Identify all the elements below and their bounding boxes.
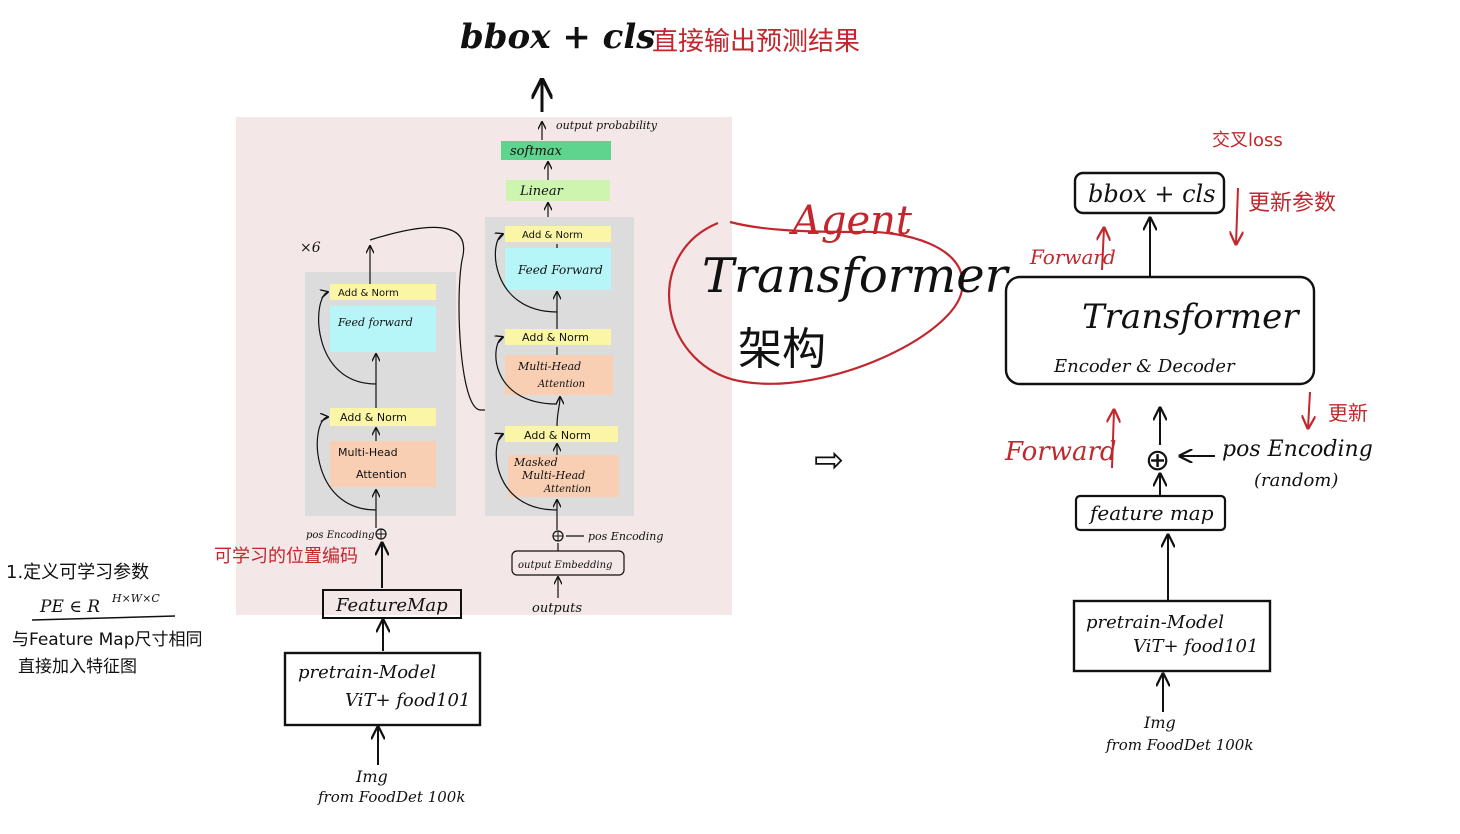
left-note-line-1: 1.定义可学习参数: [6, 562, 149, 583]
left-note-line-4: 直接加入特征图: [18, 657, 137, 677]
left-model-label-2: ViT+ food101: [345, 690, 470, 711]
right-loss-label: 交叉loss: [1212, 130, 1283, 151]
right-input-label-2: from FoodDet 100k: [1105, 736, 1253, 754]
left-feature-map-box: [322, 589, 462, 619]
right-forward-top-label: Forward: [1029, 245, 1116, 269]
left-note-line-2-sup: H×W×C: [111, 592, 160, 605]
decoder-residual-1: [495, 234, 558, 313]
right-update-label: 更新: [1328, 401, 1368, 425]
decoder-residual-2: [496, 337, 558, 405]
decoder-masked-label-1: Masked: [513, 456, 558, 469]
left-model-label-1: pretrain-Model: [298, 662, 436, 683]
encoder-feed-forward-label: Feed forward: [337, 316, 413, 329]
right-input-label-1: Img: [1143, 713, 1176, 732]
top-output-note: 直接输出预测结果: [652, 27, 860, 57]
decoder-add-norm-bottom: [505, 426, 618, 442]
agent-circle: [668, 220, 964, 385]
middle-arrow: ⇨: [814, 440, 844, 481]
encoder-add-norm-top: [330, 284, 436, 300]
encoder-attention-label-2: Attention: [356, 468, 407, 481]
decoder-pos-encoding-label: pos Encoding: [588, 530, 663, 543]
right-transformer-label-1: Transformer: [1082, 297, 1300, 337]
left-input-label-2: from FoodDet 100k: [317, 788, 465, 806]
decoder-add-norm-bottom-label: Add & Norm: [524, 429, 591, 442]
encoder-attention: [330, 441, 436, 487]
linear-box: [506, 180, 610, 201]
right-output-box: [1073, 171, 1226, 215]
right-forward-top-arrow: [1102, 228, 1104, 271]
agent-label: Agent: [788, 198, 913, 244]
linear-label: Linear: [519, 184, 564, 199]
right-feature-map-box: [1074, 494, 1227, 532]
decoder-self-to-attn: [557, 397, 560, 427]
softmax-box: [501, 141, 611, 160]
right-random-label: (random): [1254, 470, 1338, 491]
left-note-underline: [31, 615, 176, 621]
encoder-add-norm-top-label: Add & Norm: [338, 288, 399, 299]
outputs-label: outputs: [532, 601, 582, 616]
decoder-masked-attention: [508, 455, 619, 497]
decoder-attention-label-1: Multi-Head: [517, 360, 581, 373]
left-model-box: [283, 651, 482, 727]
right-transformer-label-2: Encoder & Decoder: [1053, 356, 1236, 377]
right-model-label-2: ViT+ food101: [1133, 636, 1258, 657]
encoder-feed-forward: [330, 306, 436, 352]
middle-transformer-label: Transformer: [702, 248, 1011, 304]
left-note-line-2: PE ∈ R: [39, 597, 100, 617]
learnable-pe-note: 可学习的位置编码: [214, 546, 358, 567]
encoder-residual-2: [316, 417, 377, 511]
encoder-attention-label-1: Multi-Head: [338, 446, 398, 459]
decoder-masked-label-3: Attention: [543, 484, 591, 495]
decoder-add-norm-top: [505, 226, 611, 242]
left-note-line-3: 与Feature Map尺寸相同: [12, 630, 203, 650]
decoder-feed-forward: [505, 248, 611, 290]
right-update-params-label: 更新参数: [1248, 191, 1336, 216]
encoder-pos-encoding-label: pos Encoding: [306, 530, 375, 541]
top-output-label: bbox + cls: [460, 17, 655, 57]
decoder-add-norm-mid-label: Add & Norm: [522, 331, 589, 344]
right-model-box: [1072, 599, 1272, 673]
right-output-label: bbox + cls: [1088, 180, 1216, 208]
decoder-residual-3: [496, 434, 558, 511]
right-model-label-1: pretrain-Model: [1086, 612, 1224, 633]
encoder-add-norm-bottom-label: Add & Norm: [340, 411, 407, 424]
encoder-add-norm-bottom: [330, 408, 436, 426]
middle-arch-label: 架构: [738, 324, 826, 375]
right-pos-encoding-label: pos Encoding: [1222, 437, 1373, 462]
right-transformer-box: [1004, 275, 1316, 386]
encoder-residual-1: [318, 292, 377, 385]
left-input-label-1: Img: [355, 767, 388, 786]
decoder-attention-label-2: Attention: [537, 379, 585, 390]
right-forward-bottom-arrow: [1112, 410, 1114, 469]
right-forward-bottom-label: Forward: [1004, 437, 1117, 467]
decoder-feed-forward-label: Feed Forward: [517, 263, 603, 277]
output-probability-label: output probability: [556, 119, 658, 132]
right-feature-map-label: feature map: [1088, 501, 1214, 525]
output-embedding-label: output Embedding: [518, 560, 612, 571]
decoder-masked-label-2: Multi-Head: [521, 469, 585, 482]
right-update-params-arrow: [1236, 187, 1238, 244]
left-feature-map-label: FeatureMap: [335, 595, 448, 616]
right-update-arrow: [1308, 391, 1310, 428]
decoder-add-norm-top-label: Add & Norm: [522, 230, 583, 241]
decoder-attention: [505, 355, 613, 395]
right-plus-node: ⊕: [1145, 443, 1170, 478]
decoder-add-norm-mid: [505, 329, 611, 345]
repeat-label: ×6: [300, 240, 321, 256]
softmax-label: softmax: [510, 144, 563, 159]
output-embedding-box: [511, 550, 625, 576]
